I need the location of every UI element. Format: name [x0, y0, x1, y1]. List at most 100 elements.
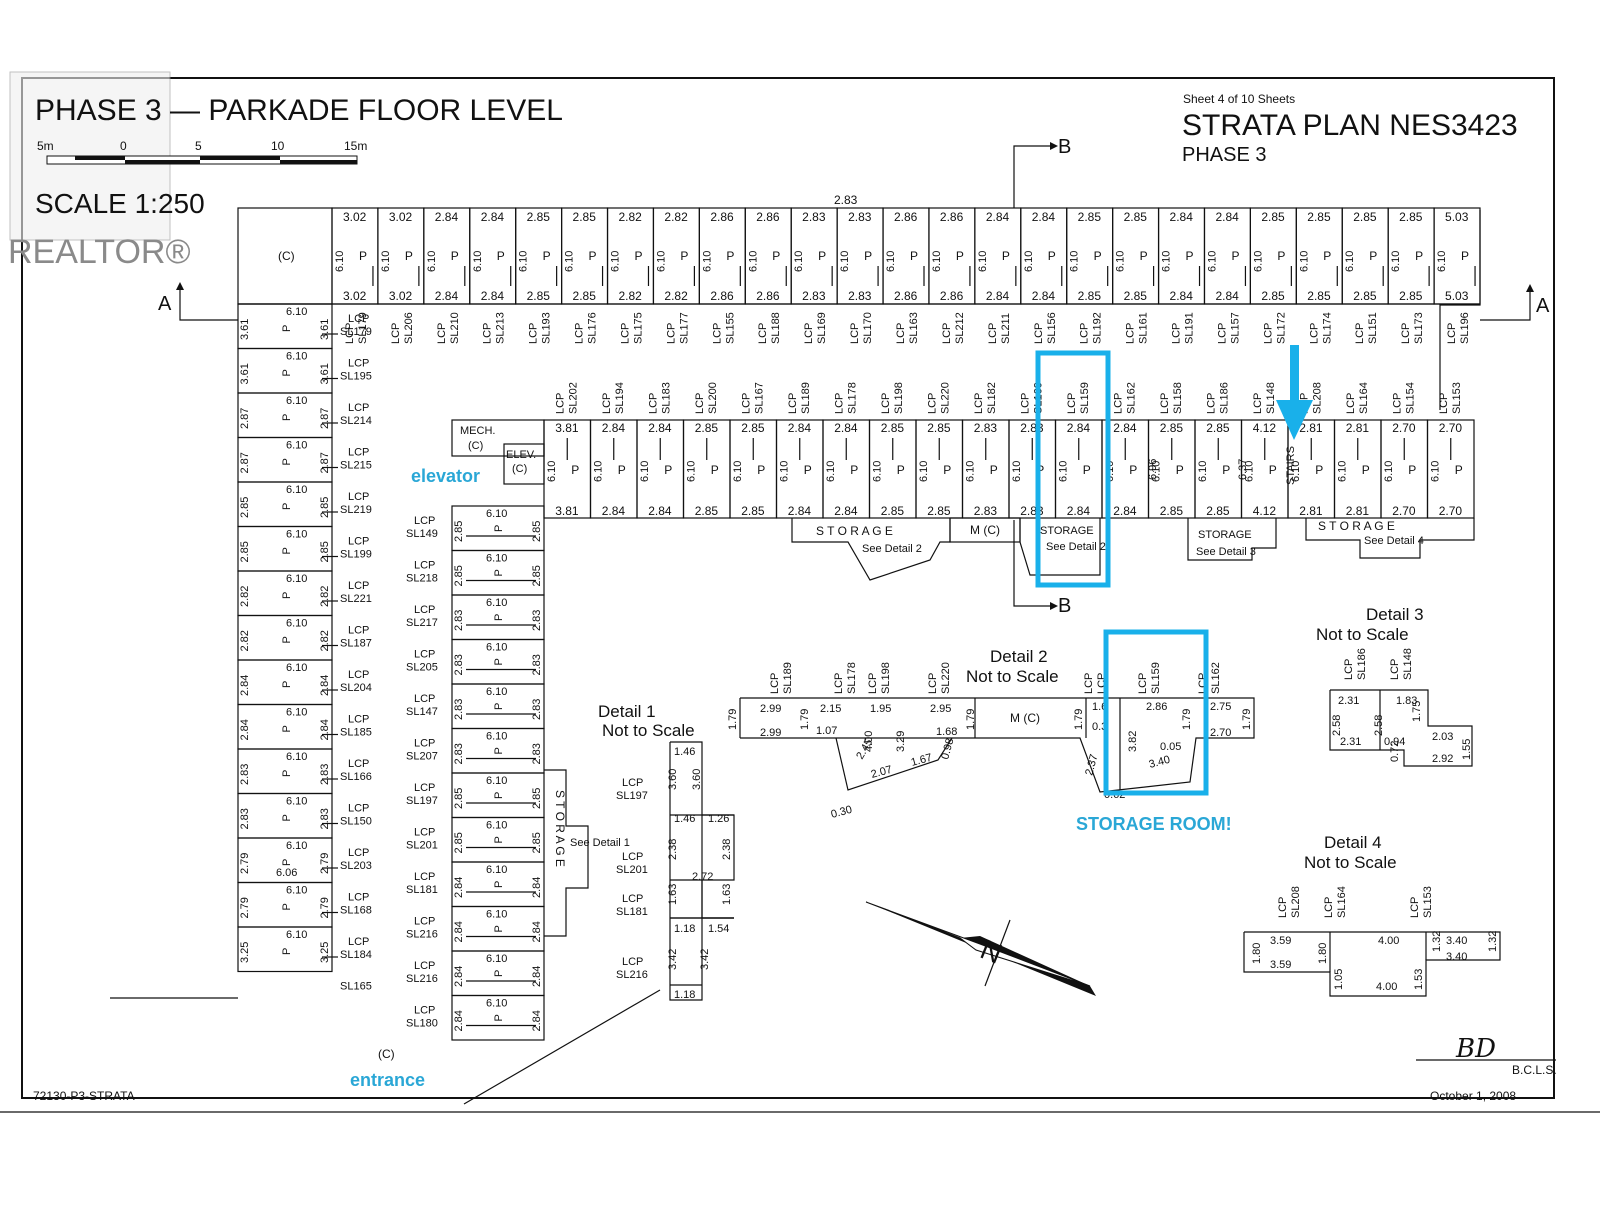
top-stall-width: 2.86 — [756, 210, 780, 224]
detail-2-dim: 1.67 — [910, 752, 934, 769]
left-stall-width: 2.84 — [319, 719, 331, 740]
inner-stall-width: 2.83 — [531, 743, 543, 764]
detail-1-dim: 2.38 — [667, 839, 679, 860]
lcp-prefix: LCP — [414, 693, 435, 705]
section-marker-a-left: A — [158, 282, 238, 321]
north-arrow-icon: N — [865, 901, 1096, 996]
left-stall-width: 2.83 — [319, 808, 331, 829]
inner-stall-width: 2.84 — [453, 1010, 465, 1031]
left-stall-width: 3.25 — [239, 942, 251, 963]
inner-stall-width: 2.85 — [531, 832, 543, 853]
lcp-prefix: LCP — [622, 893, 643, 905]
lcp-label: SL164 — [1336, 886, 1348, 918]
stall-letter: P — [493, 836, 505, 843]
detail-1-dim: 1.18 — [674, 989, 695, 1001]
lcp-prefix: LCP — [987, 323, 999, 344]
watermark-brand: REALTOR® — [8, 233, 191, 271]
lcp-label: SL173 — [1413, 312, 1425, 344]
lcp-label: SL162 — [1210, 662, 1222, 694]
top-stall-width: 2.85 — [1399, 210, 1423, 224]
detail-3-dim: 0.72 — [1389, 741, 1401, 762]
stall-letter: P — [493, 881, 505, 888]
inner-stall-width: 2.85 — [531, 565, 543, 586]
lcp-label: SL148 — [1402, 648, 1414, 680]
top-stall-width: 2.85 — [1261, 289, 1285, 303]
inner-stall-depth: 6.10 — [486, 820, 507, 832]
dim-637: 6.37 — [1237, 459, 1249, 480]
mid-stall-depth: 6.10 — [918, 461, 930, 482]
bcls-label: B.C.L.S. — [1512, 1063, 1557, 1077]
inner-stall-width: 2.84 — [531, 921, 543, 942]
stall-letter: P — [634, 249, 642, 263]
top-stall-depth: 6.10 — [931, 251, 943, 272]
mid-stall-width: 2.84 — [602, 504, 626, 518]
lcp-prefix: LCP — [1391, 393, 1403, 414]
left-extra-dim: 6.06 — [276, 867, 297, 879]
svg-text:ELEV.: ELEV. — [506, 449, 536, 461]
inner-stall-width: 2.83 — [453, 610, 465, 631]
mid-stall-depth: 6.10 — [1430, 461, 1442, 482]
mid-stall-width: 2.84 — [1113, 421, 1137, 435]
top-stall-depth: 6.10 — [1436, 251, 1448, 272]
lcp-label: SL221 — [340, 593, 372, 605]
stall-letter: P — [1231, 249, 1239, 263]
left-stall — [237, 926, 333, 973]
stall-letter: P — [1269, 463, 1277, 477]
left-stall-width: 2.85 — [239, 541, 251, 562]
top-stall-width: 2.84 — [986, 210, 1010, 224]
lcp-label: SL161 — [1138, 312, 1150, 344]
left-stall-width: 2.84 — [319, 675, 331, 696]
stall-letter: P — [1083, 463, 1091, 477]
stall-letter: P — [493, 792, 505, 799]
lcp-label: SL219 — [340, 504, 372, 516]
left-stall-width: 2.83 — [319, 764, 331, 785]
lcp-label: SL148 — [1265, 382, 1277, 414]
top-stall-width: 2.82 — [618, 210, 642, 224]
mid-stall-width: 2.85 — [1206, 421, 1230, 435]
scale-tick: 5m — [37, 139, 54, 153]
top-stall-width: 2.83 — [802, 210, 826, 224]
left-stall-width: 3.61 — [239, 363, 251, 384]
top-stall-width: 2.86 — [894, 210, 918, 224]
lcp-prefix: LCP — [1171, 323, 1183, 344]
svg-text:See Detail 1: See Detail 1 — [570, 837, 630, 849]
lcp-prefix: LCP — [482, 323, 494, 344]
lcp-label: SL178 — [846, 662, 858, 694]
left-stall-width: 2.83 — [239, 808, 251, 829]
scale-tick: 15m — [344, 139, 367, 153]
stall-letter: P — [680, 249, 688, 263]
mid-stall-width: 2.85 — [741, 421, 765, 435]
inner-stall-width: 2.85 — [531, 788, 543, 809]
lcp-label: SL194 — [614, 382, 626, 414]
lcp-label: SL177 — [678, 312, 690, 344]
lcp-label: SL198 — [880, 662, 892, 694]
detail-1-dim: 3.60 — [667, 769, 679, 790]
lcp-prefix: LCP — [348, 625, 369, 637]
left-stall-depth: 6.10 — [286, 885, 307, 897]
stall-letter: P — [281, 770, 293, 777]
svg-text:Not to Scale: Not to Scale — [1304, 853, 1397, 872]
top-stall-depth: 6.10 — [610, 251, 622, 272]
stall-letter: P — [804, 463, 812, 477]
mid-stall-width: 2.85 — [1160, 504, 1184, 518]
detail-1-dim: 1.63 — [721, 884, 733, 905]
stall-letter: P — [359, 249, 367, 263]
lcp-label: SL179 — [357, 312, 369, 344]
lcp-label: SL191 — [1184, 312, 1196, 344]
stall-letter: P — [1315, 463, 1323, 477]
lcp-label: SL170 — [862, 312, 874, 344]
top-stall-width: 2.85 — [573, 210, 597, 224]
drawing-border — [21, 77, 1555, 1099]
mid-stall-depth: 6.10 — [639, 461, 651, 482]
mid-stall-width: 2.84 — [602, 421, 626, 435]
lcp-label: SL208 — [1311, 382, 1323, 414]
lcp-prefix: LCP — [414, 782, 435, 794]
mech-room: MECH. (C) — [451, 419, 545, 457]
left-stall-depth: 6.10 — [286, 840, 307, 852]
lcp-label: SL162 — [1125, 382, 1137, 414]
lcp-prefix: LCP — [390, 323, 402, 344]
